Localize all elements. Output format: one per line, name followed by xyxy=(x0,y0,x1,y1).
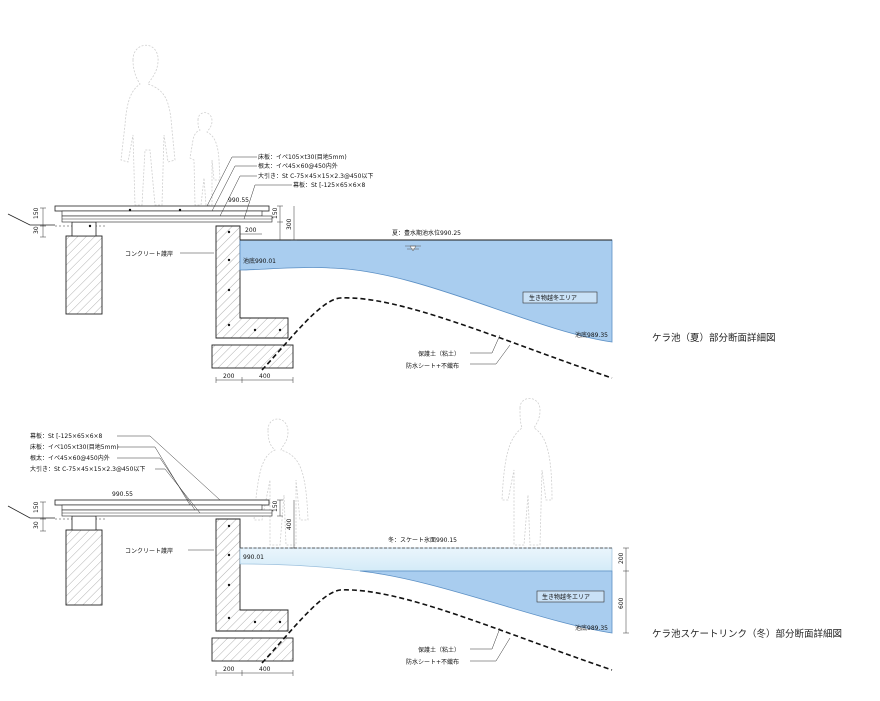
human-silhouette-figures xyxy=(120,44,221,206)
summer-title: ケラ池（夏）部分断面詳細図 xyxy=(652,332,776,344)
winter-dim-200: 200 xyxy=(618,552,625,564)
winter-section xyxy=(7,398,629,676)
summer-pond-bottom-lower: 池底989.35 xyxy=(575,331,608,339)
summer-base-dim-400: 400 xyxy=(259,373,271,380)
winter-fascia-label: 幕板：St [-125×65×6×8 xyxy=(30,432,103,440)
winter-flooring-label: 床板：イペ105×t30(目地5mm) xyxy=(30,443,119,451)
winter-dim-30: 30 xyxy=(33,521,40,529)
summer-fascia-label: 幕板：St [-125×65×6×8 xyxy=(293,181,366,189)
summer-water xyxy=(239,239,613,343)
winter-deck-level: 990.55 xyxy=(112,491,133,498)
summer-flooring-label: 床板：イペ105×t30(目地5mm) xyxy=(258,153,347,161)
summer-beam-label: 大引き：St C-75×45×15×2.3@450以下 xyxy=(258,172,373,180)
summer-water-level: 夏：豊水期池水位990.25 xyxy=(392,229,461,237)
summer-dim-300: 300 xyxy=(286,218,293,230)
human-silhouette-figures-winter xyxy=(253,398,553,546)
winter-habitat-label: 生き物越冬エリア xyxy=(542,593,590,601)
winter-ice-level: 冬：スケート氷面990.15 xyxy=(388,536,457,544)
winter-title: ケラ池スケートリンク（冬）部分断面詳細図 xyxy=(652,628,842,640)
summer-dim-30: 30 xyxy=(33,226,40,234)
winter-base-dim-200: 200 xyxy=(223,666,235,673)
summer-base-dim-200: 200 xyxy=(223,373,235,380)
summer-joist-label: 根太：イペ45×60@450内外 xyxy=(258,162,338,170)
winter-dim-150b: 150 xyxy=(272,500,279,512)
summer-deck-level: 990.55 xyxy=(228,197,249,204)
summer-soil-label: 保護土（粘土） xyxy=(418,350,460,358)
summer-dim-200: 200 xyxy=(245,227,257,234)
winter-dim-400: 400 xyxy=(286,518,293,530)
winter-sheet-label: 防水シート+不織布 xyxy=(406,658,459,666)
deck xyxy=(54,205,273,223)
deck-footing-winter xyxy=(65,529,103,606)
deck-footing xyxy=(65,235,103,315)
summer-section xyxy=(7,44,613,383)
soil-line xyxy=(261,297,613,379)
winter-soil-label: 保護土（粘土） xyxy=(418,646,460,654)
winter-level-upper: 990.01 xyxy=(243,554,264,561)
concrete-revetment-wall xyxy=(215,225,289,339)
winter-water xyxy=(359,570,613,634)
winter-dim-150: 150 xyxy=(33,501,40,513)
summer-revetment-label: コンクリート護岸 xyxy=(125,250,173,258)
deck-winter xyxy=(54,499,273,517)
concrete-revetment-wall-winter xyxy=(215,518,289,632)
summer-dim-150: 150 xyxy=(33,207,40,219)
summer-pond-bottom-upper: 池底990.01 xyxy=(243,257,276,265)
soil-line-winter xyxy=(261,589,613,671)
winter-revetment-label: コンクリート護岸 xyxy=(125,547,173,555)
winter-beam-label: 大引き：St C-75×45×15×2.3@450以下 xyxy=(30,465,145,473)
winter-joist-label: 根太：イペ45×60@450内外 xyxy=(30,454,110,462)
ice-layer xyxy=(239,547,613,572)
base-slab xyxy=(211,344,294,369)
winter-pond-bottom-lower: 池底989.35 xyxy=(575,624,608,632)
summer-habitat-label: 生き物越冬エリア xyxy=(529,294,577,302)
winter-base-dim-400: 400 xyxy=(259,666,271,673)
summer-dim-150b: 150 xyxy=(272,207,279,219)
base-slab-winter xyxy=(211,637,294,662)
summer-sheet-label: 防水シート+不織布 xyxy=(406,362,459,370)
winter-dim-600: 600 xyxy=(618,597,625,609)
